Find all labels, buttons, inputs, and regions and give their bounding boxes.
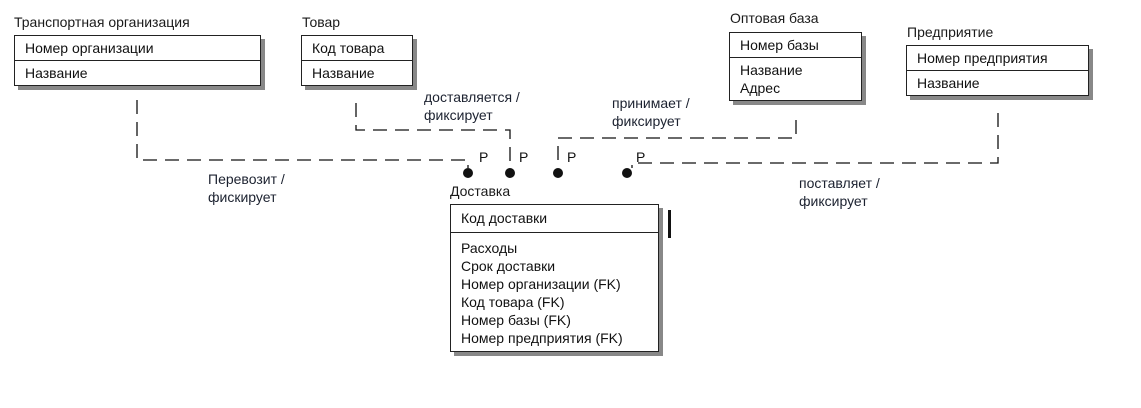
rel-line-transport <box>136 100 469 168</box>
rel-line-warehouse <box>557 120 797 168</box>
rel-dot-warehouse <box>553 168 563 178</box>
selection-marker <box>668 210 671 238</box>
entity-delivery[interactable]: Код доставки Расходы Срок доставки Номер… <box>450 204 659 352</box>
entity-transport[interactable]: Номер организации Название <box>14 35 261 86</box>
entity-title-product: Товар <box>302 14 341 30</box>
attr: Номер базы (FK) <box>461 312 571 328</box>
entity-enterprise[interactable]: Номер предприятия Название <box>906 45 1089 96</box>
rel-dot-enterprise <box>622 168 632 178</box>
rel-label-warehouse: принимает / фиксирует <box>612 94 690 130</box>
attr: Название <box>917 75 980 91</box>
cardinality-enterprise: P <box>636 149 646 165</box>
attr: Название <box>25 65 88 81</box>
key-attr: Код доставки <box>461 210 548 226</box>
entity-title-transport: Транспортная организация <box>14 14 190 30</box>
entity-warehouse[interactable]: Номер базы Название Адрес <box>729 32 862 101</box>
rel-label-line: фиксирует <box>424 107 493 123</box>
cardinality-product: P <box>519 149 529 165</box>
attr: Название <box>740 62 803 78</box>
rel-dot-transport <box>463 168 473 178</box>
rel-label-line: поставляет / <box>799 175 880 191</box>
rel-label-line: фиксирует <box>799 193 868 209</box>
key-attr: Номер организации <box>25 40 154 56</box>
attr: Срок доставки <box>461 258 556 274</box>
key-attr: Номер базы <box>740 37 819 53</box>
rel-label-product: доставляется / фиксирует <box>424 88 520 124</box>
entity-title-warehouse: Оптовая база <box>730 10 819 26</box>
rel-label-enterprise: поставляет / фиксирует <box>799 174 880 210</box>
rel-label-line: доставляется / <box>424 89 520 105</box>
attr: Номер предприятия (FK) <box>461 330 623 346</box>
entity-title-enterprise: Предприятие <box>907 24 994 40</box>
cardinality-transport: P <box>479 149 489 165</box>
rel-label-line: Перевозит / <box>208 171 285 187</box>
rel-line-enterprise <box>631 113 999 168</box>
attr: Адрес <box>740 80 781 96</box>
rel-label-line: фиксирует <box>612 113 681 129</box>
entity-title-delivery: Доставка <box>450 183 511 199</box>
key-attr: Код товара <box>312 40 385 56</box>
entity-product[interactable]: Код товара Название <box>301 35 413 86</box>
key-attr: Номер предприятия <box>917 50 1048 66</box>
rel-label-line: принимает / <box>612 95 690 111</box>
rel-dot-product <box>505 168 515 178</box>
attr: Название <box>312 65 375 81</box>
rel-label-line: фискирует <box>208 189 277 205</box>
attr: Расходы <box>461 240 518 256</box>
attr: Код товара (FK) <box>461 294 565 310</box>
attr: Номер организации (FK) <box>461 276 621 292</box>
rel-label-transport: Перевозит / фискирует <box>208 170 285 206</box>
cardinality-warehouse: P <box>567 149 577 165</box>
rel-line-product <box>355 103 511 168</box>
